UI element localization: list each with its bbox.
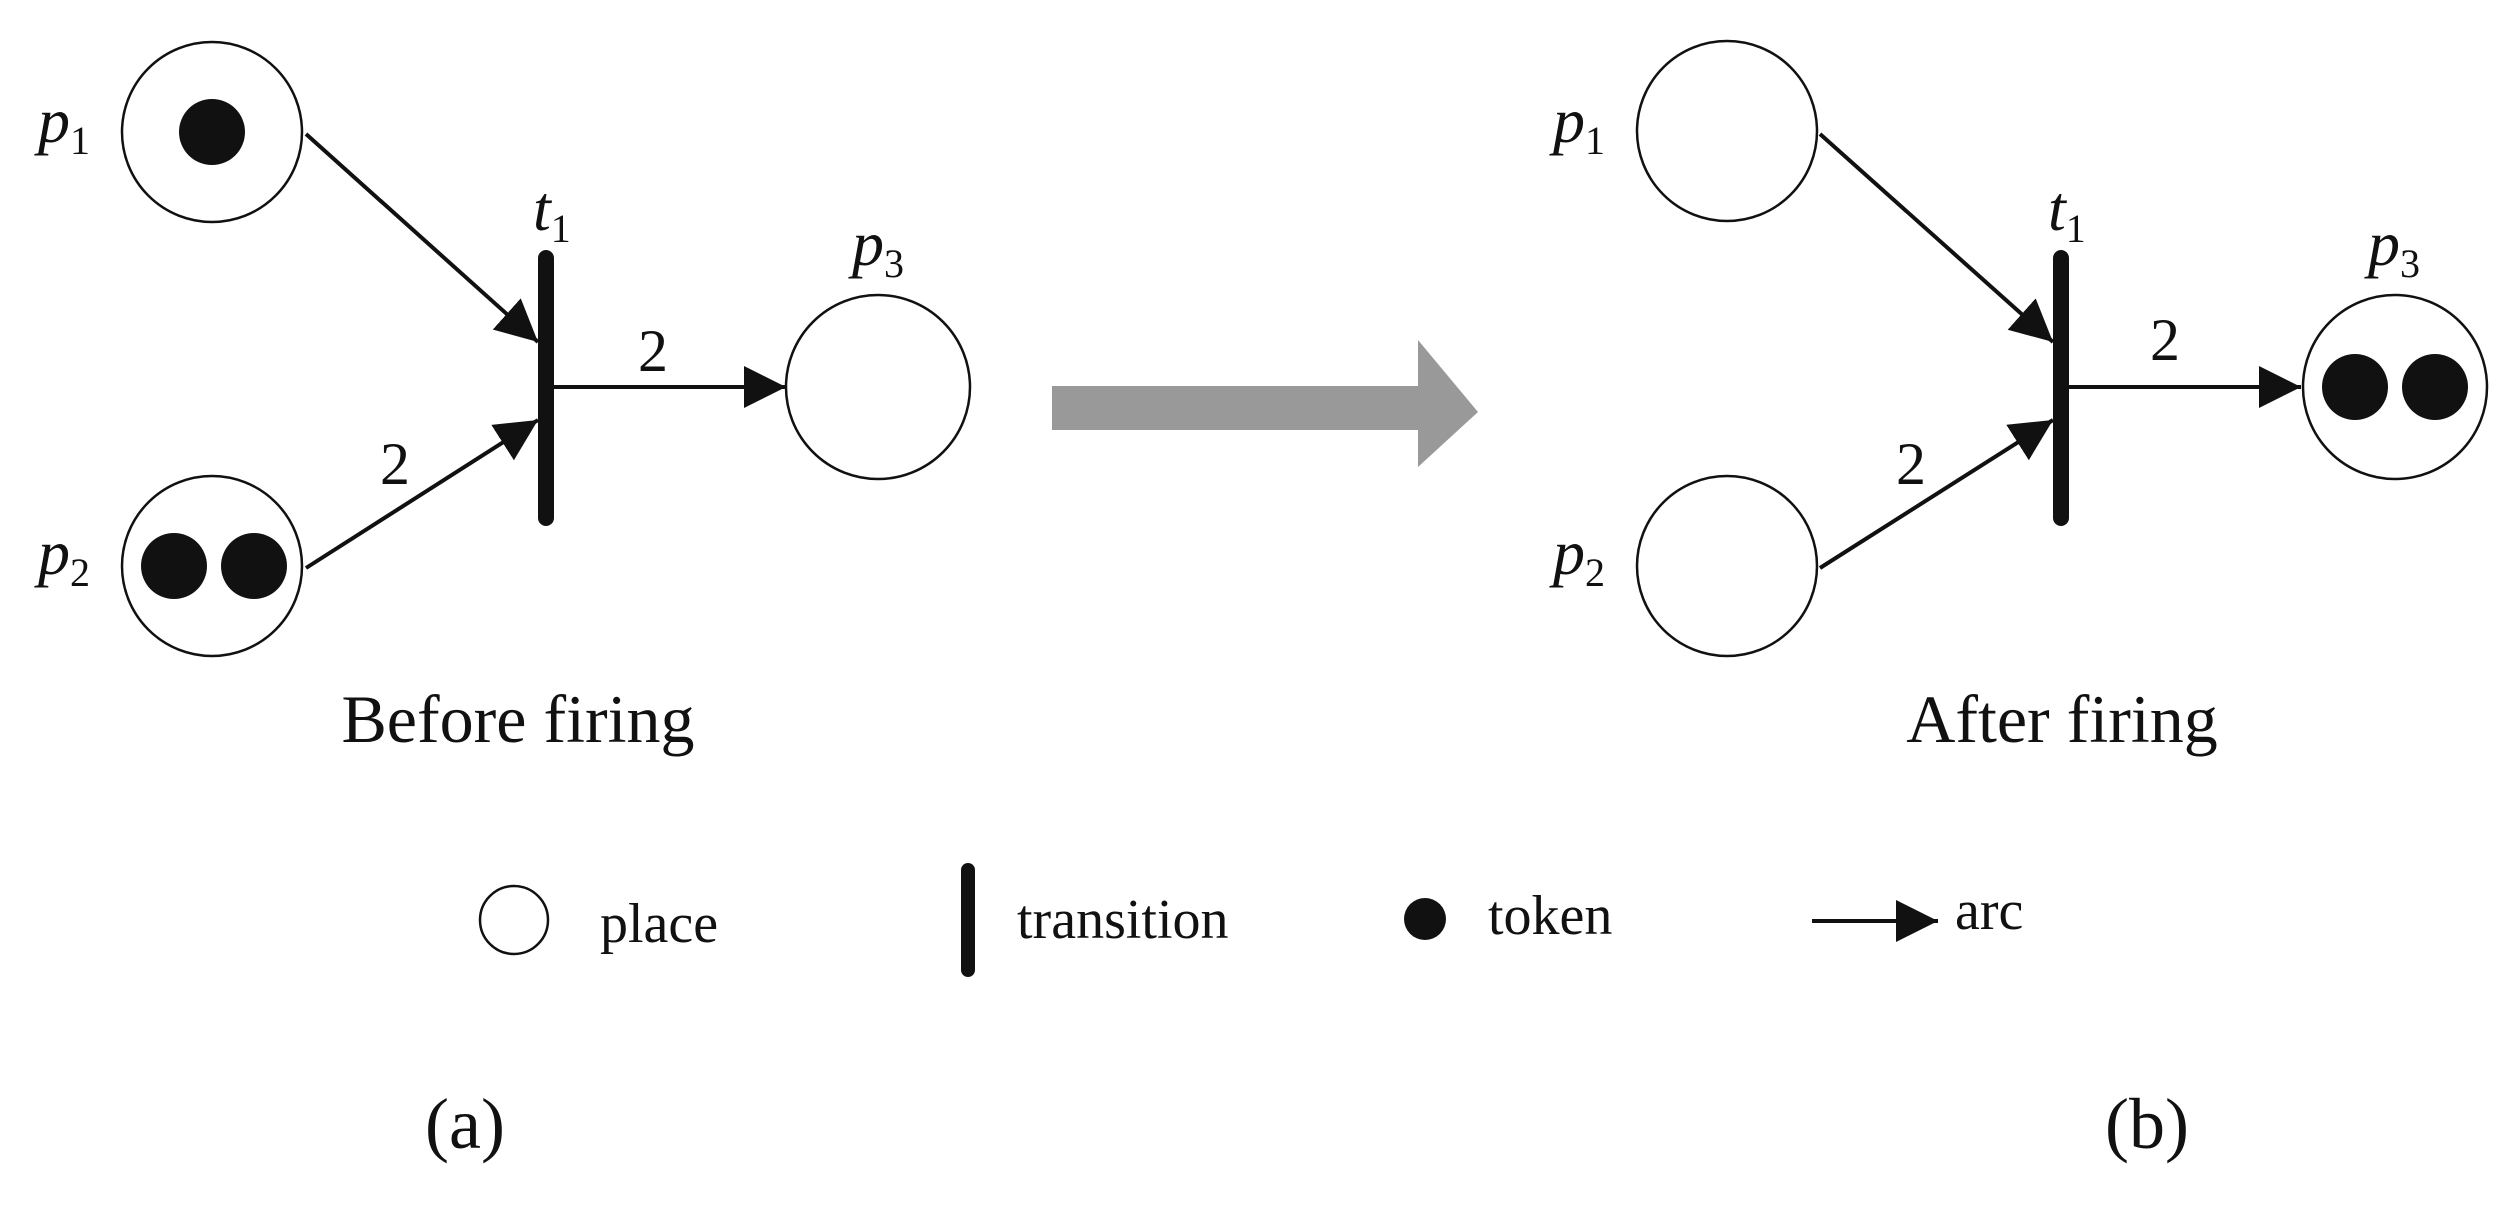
legend-item-transition: transition bbox=[961, 863, 1229, 977]
legend-label-place: place bbox=[600, 893, 718, 955]
legend-label-transition: transition bbox=[1017, 889, 1229, 951]
place-label-p1: p1 bbox=[34, 85, 90, 163]
tokens-p1 bbox=[179, 99, 245, 165]
firing-arrow-icon bbox=[1052, 340, 1478, 467]
place-label-p2: p2 bbox=[34, 517, 90, 595]
token-icon bbox=[1404, 898, 1446, 940]
token bbox=[179, 99, 245, 165]
tokens-p3 bbox=[2322, 354, 2468, 420]
arc-weight-p2-t1: 2 bbox=[380, 431, 410, 497]
place-p3 bbox=[2301, 293, 2489, 481]
token bbox=[141, 533, 207, 599]
panel-caption-after: After firing bbox=[1906, 681, 2218, 757]
place-p2 bbox=[1635, 474, 1819, 658]
place-p1 bbox=[1635, 39, 1819, 223]
place-p1 bbox=[120, 40, 304, 224]
place-label-p3: p3 bbox=[848, 208, 904, 286]
arc-p2-t1 bbox=[1818, 418, 2055, 570]
token bbox=[221, 533, 287, 599]
place-label-p1: p1 bbox=[1549, 85, 1605, 163]
transition-label-t1: t1 bbox=[2048, 173, 2086, 251]
place-icon bbox=[478, 884, 550, 956]
panel-sublabel-a: (a) bbox=[425, 1084, 505, 1164]
tokens-p2 bbox=[141, 533, 287, 599]
transition-label-t1: t1 bbox=[533, 173, 571, 251]
arc-p1-t1 bbox=[1818, 132, 2055, 344]
panel-caption-before: Before firing bbox=[341, 681, 694, 757]
place-p2 bbox=[120, 474, 304, 658]
place-label-p2: p2 bbox=[1549, 517, 1605, 595]
place-p3 bbox=[784, 293, 972, 481]
arc-p2-t1 bbox=[304, 418, 540, 570]
place-label-p3: p3 bbox=[2364, 208, 2420, 286]
token bbox=[2402, 354, 2468, 420]
legend: place transition token arc bbox=[478, 863, 2023, 977]
arc-weight-p2-t1: 2 bbox=[1896, 431, 1926, 497]
legend-item-place: place bbox=[478, 884, 718, 956]
legend-label-arc: arc bbox=[1955, 880, 2023, 942]
arc-p1-t1 bbox=[304, 132, 540, 344]
panel-before-firing: p1 p2 p3 t1 2 2 Before firing (a) bbox=[34, 40, 972, 1164]
legend-label-token: token bbox=[1488, 885, 1612, 947]
panel-sublabel-b: (b) bbox=[2105, 1084, 2189, 1164]
legend-item-arc: arc bbox=[1812, 880, 2023, 942]
arc-weight-t1-p3: 2 bbox=[638, 318, 668, 384]
token bbox=[2322, 354, 2388, 420]
panel-after-firing: p1 p2 p3 t1 2 2 After firing (b) bbox=[1549, 39, 2489, 1164]
legend-item-token: token bbox=[1404, 885, 1612, 947]
arc-weight-t1-p3: 2 bbox=[2150, 307, 2180, 373]
